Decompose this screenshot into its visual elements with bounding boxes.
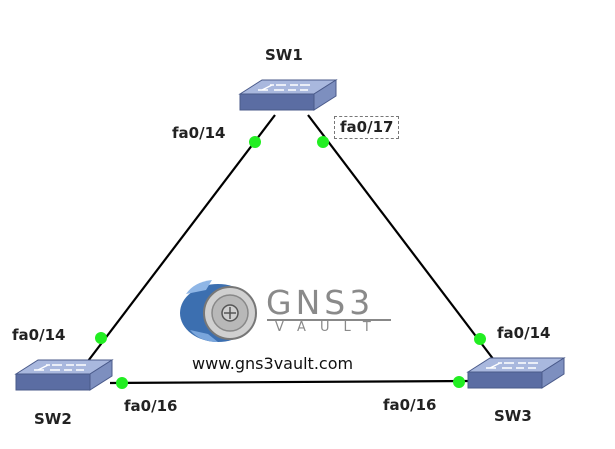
switch-label-sw2: SW2 xyxy=(34,410,72,428)
port-status-sw3-fa0-14 xyxy=(474,333,486,345)
port-label-sw3-left: fa0/16 xyxy=(383,396,437,414)
port-label-sw2-top: fa0/14 xyxy=(12,326,66,344)
port-label-sw1-right[interactable]: fa0/17 xyxy=(334,116,400,139)
port-status-sw2-fa0-16 xyxy=(116,377,128,389)
port-label-sw2-right: fa0/16 xyxy=(124,397,178,415)
gns3-vault-logo xyxy=(180,280,391,342)
logo-text: GNS3 xyxy=(266,283,375,322)
switch-sw3-icon[interactable] xyxy=(466,357,566,389)
port-label-sw1-left: fa0/14 xyxy=(172,124,226,142)
switch-label-sw3: SW3 xyxy=(494,407,532,425)
link-sw1-sw2[interactable] xyxy=(84,114,276,366)
switch-label-sw1: SW1 xyxy=(265,46,303,64)
link-sw2-sw3[interactable] xyxy=(109,379,471,385)
link-sw1-sw3[interactable] xyxy=(307,114,501,369)
port-status-sw3-fa0-16 xyxy=(453,376,465,388)
switch-sw1-icon[interactable] xyxy=(238,79,338,111)
port-status-sw1-fa0-14 xyxy=(249,136,261,148)
port-status-sw1-fa0-17 xyxy=(317,136,329,148)
logo-subtext: VAULT xyxy=(275,320,385,335)
logo-url[interactable]: www.gns3vault.com xyxy=(192,354,354,373)
port-status-sw2-fa0-14 xyxy=(95,332,107,344)
logo-underline xyxy=(267,319,391,321)
vault-disc-icon xyxy=(180,280,257,342)
port-label-sw3-top: fa0/14 xyxy=(497,324,551,342)
switch-sw2-icon[interactable] xyxy=(14,359,114,391)
